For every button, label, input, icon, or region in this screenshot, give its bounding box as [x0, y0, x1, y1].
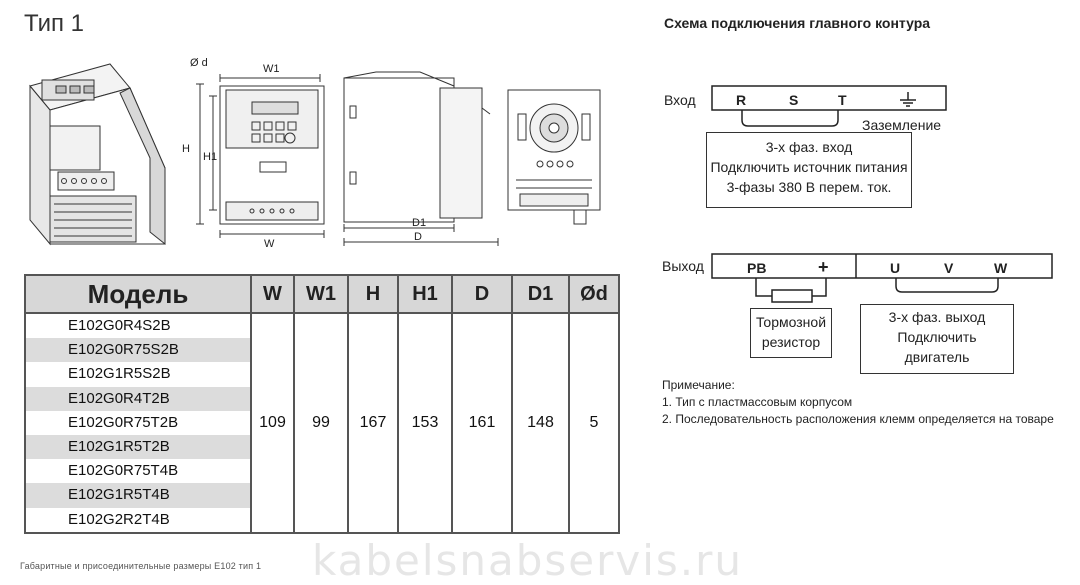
note-item: 2. Последовательность расположения клемм… — [662, 412, 1054, 426]
dim-d-label: D — [414, 231, 422, 243]
output-terminal-block — [711, 253, 1053, 303]
value-d: 161 — [451, 312, 513, 534]
dim-w-label: W — [264, 238, 275, 250]
motor-description-line: 3-х фаз. выход — [888, 309, 986, 325]
dim-w1-label: W1 — [263, 63, 280, 75]
header-h1: H1 — [397, 274, 453, 314]
model-row: E102G0R75T4B — [68, 462, 179, 480]
motor-description-line: двигатель — [904, 349, 970, 365]
terminal-u: U — [890, 260, 901, 276]
terminal-w: W — [994, 260, 1008, 276]
header-d: D — [451, 274, 513, 314]
input-description-line: 3-х фаз. вход — [765, 139, 853, 155]
spec-table: Модель W W1 H H1 D D1 Ød E102G0R4S2B E10… — [24, 274, 620, 534]
table-row: E102G0R4S2B E102G0R75S2B E102G1R5S2B E10… — [24, 312, 620, 534]
model-row: E102G0R75T2B — [68, 413, 179, 431]
input-terminal-block — [711, 85, 947, 127]
input-label: Вход — [664, 92, 696, 108]
brake-description-line: Тормозной — [755, 314, 827, 330]
model-row: E102G0R75S2B — [26, 338, 250, 363]
value-h1: 153 — [397, 312, 453, 534]
front-view — [196, 74, 325, 238]
input-description-line: Подключить источник питания — [710, 159, 908, 175]
model-list: E102G0R4S2B E102G0R75S2B E102G1R5S2B E10… — [24, 312, 252, 534]
watermark: kabelsnabservis.ru — [312, 536, 744, 585]
output-label: Выход — [662, 258, 704, 274]
model-row: E102G0R4T2B — [26, 386, 250, 411]
terminal-r: R — [736, 92, 747, 108]
image-caption: Габаритные и присоединительные размеры E… — [20, 561, 262, 571]
side-view — [343, 71, 499, 246]
dim-h1-label: H1 — [203, 151, 217, 163]
model-row: E102G2R2T4B — [68, 510, 170, 528]
rear-view — [507, 89, 601, 225]
terminal-pb: PB — [747, 260, 767, 276]
resistor-icon — [771, 289, 813, 303]
value-od: 5 — [568, 312, 620, 534]
brake-description-line: резистор — [761, 334, 821, 350]
model-row: E102G1R5T4B — [26, 483, 250, 508]
header-d1: D1 — [511, 274, 570, 314]
value-w: 109 — [250, 312, 295, 534]
model-row: E102G1R5S2B — [68, 365, 171, 383]
ground-label: Заземление — [862, 117, 942, 133]
ground-icon — [900, 92, 916, 107]
motor-description-line: Подключить — [897, 329, 977, 345]
header-h: H — [347, 274, 399, 314]
terminal-s: S — [789, 92, 799, 108]
value-d1: 148 — [511, 312, 570, 534]
notes: Примечание: 1. Тип с пластмассовым корпу… — [662, 377, 1054, 428]
motor-output-box: 3-х фаз. выход Подключить двигатель — [860, 304, 1014, 374]
brake-resistor-box: Тормозной резистор — [750, 308, 832, 358]
terminal-t: T — [838, 92, 847, 108]
table-header-row: Модель W W1 H H1 D D1 Ød — [24, 274, 620, 314]
terminal-plus: + — [818, 257, 829, 277]
dimension-drawings: Ø d W1 W H H1 D1 D — [29, 57, 601, 250]
page-title: Тип 1 — [24, 10, 85, 37]
header-model: Модель — [24, 274, 252, 314]
dim-h-label: H — [182, 143, 190, 155]
notes-heading: Примечание: — [662, 378, 735, 392]
dim-d1-label: D1 — [412, 217, 426, 229]
isometric-view — [29, 63, 166, 246]
note-item: 1. Тип с пластмассовым корпусом — [662, 395, 853, 409]
schema-title: Схема подключения главного контура — [664, 15, 931, 31]
input-description-line: 3-фазы 380 В перем. ток. — [726, 179, 892, 195]
input-description-box: 3-х фаз. вход Подключить источник питани… — [706, 132, 912, 208]
header-od: Ød — [568, 274, 620, 314]
model-row: E102G1R5T2B — [26, 434, 250, 460]
dim-od-label: Ø d — [190, 57, 208, 69]
header-w: W — [250, 274, 295, 314]
header-w1: W1 — [293, 274, 349, 314]
value-w1: 99 — [293, 312, 349, 534]
model-row: E102G0R4S2B — [68, 317, 171, 334]
terminal-v: V — [944, 260, 954, 276]
value-h: 167 — [347, 312, 399, 534]
